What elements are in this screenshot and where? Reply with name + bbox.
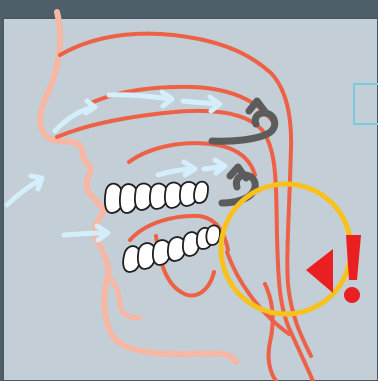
tooth [206,225,220,245]
exclamation-dot [344,287,360,303]
airflow-arrow-icon [64,233,106,235]
tooth [194,182,208,203]
